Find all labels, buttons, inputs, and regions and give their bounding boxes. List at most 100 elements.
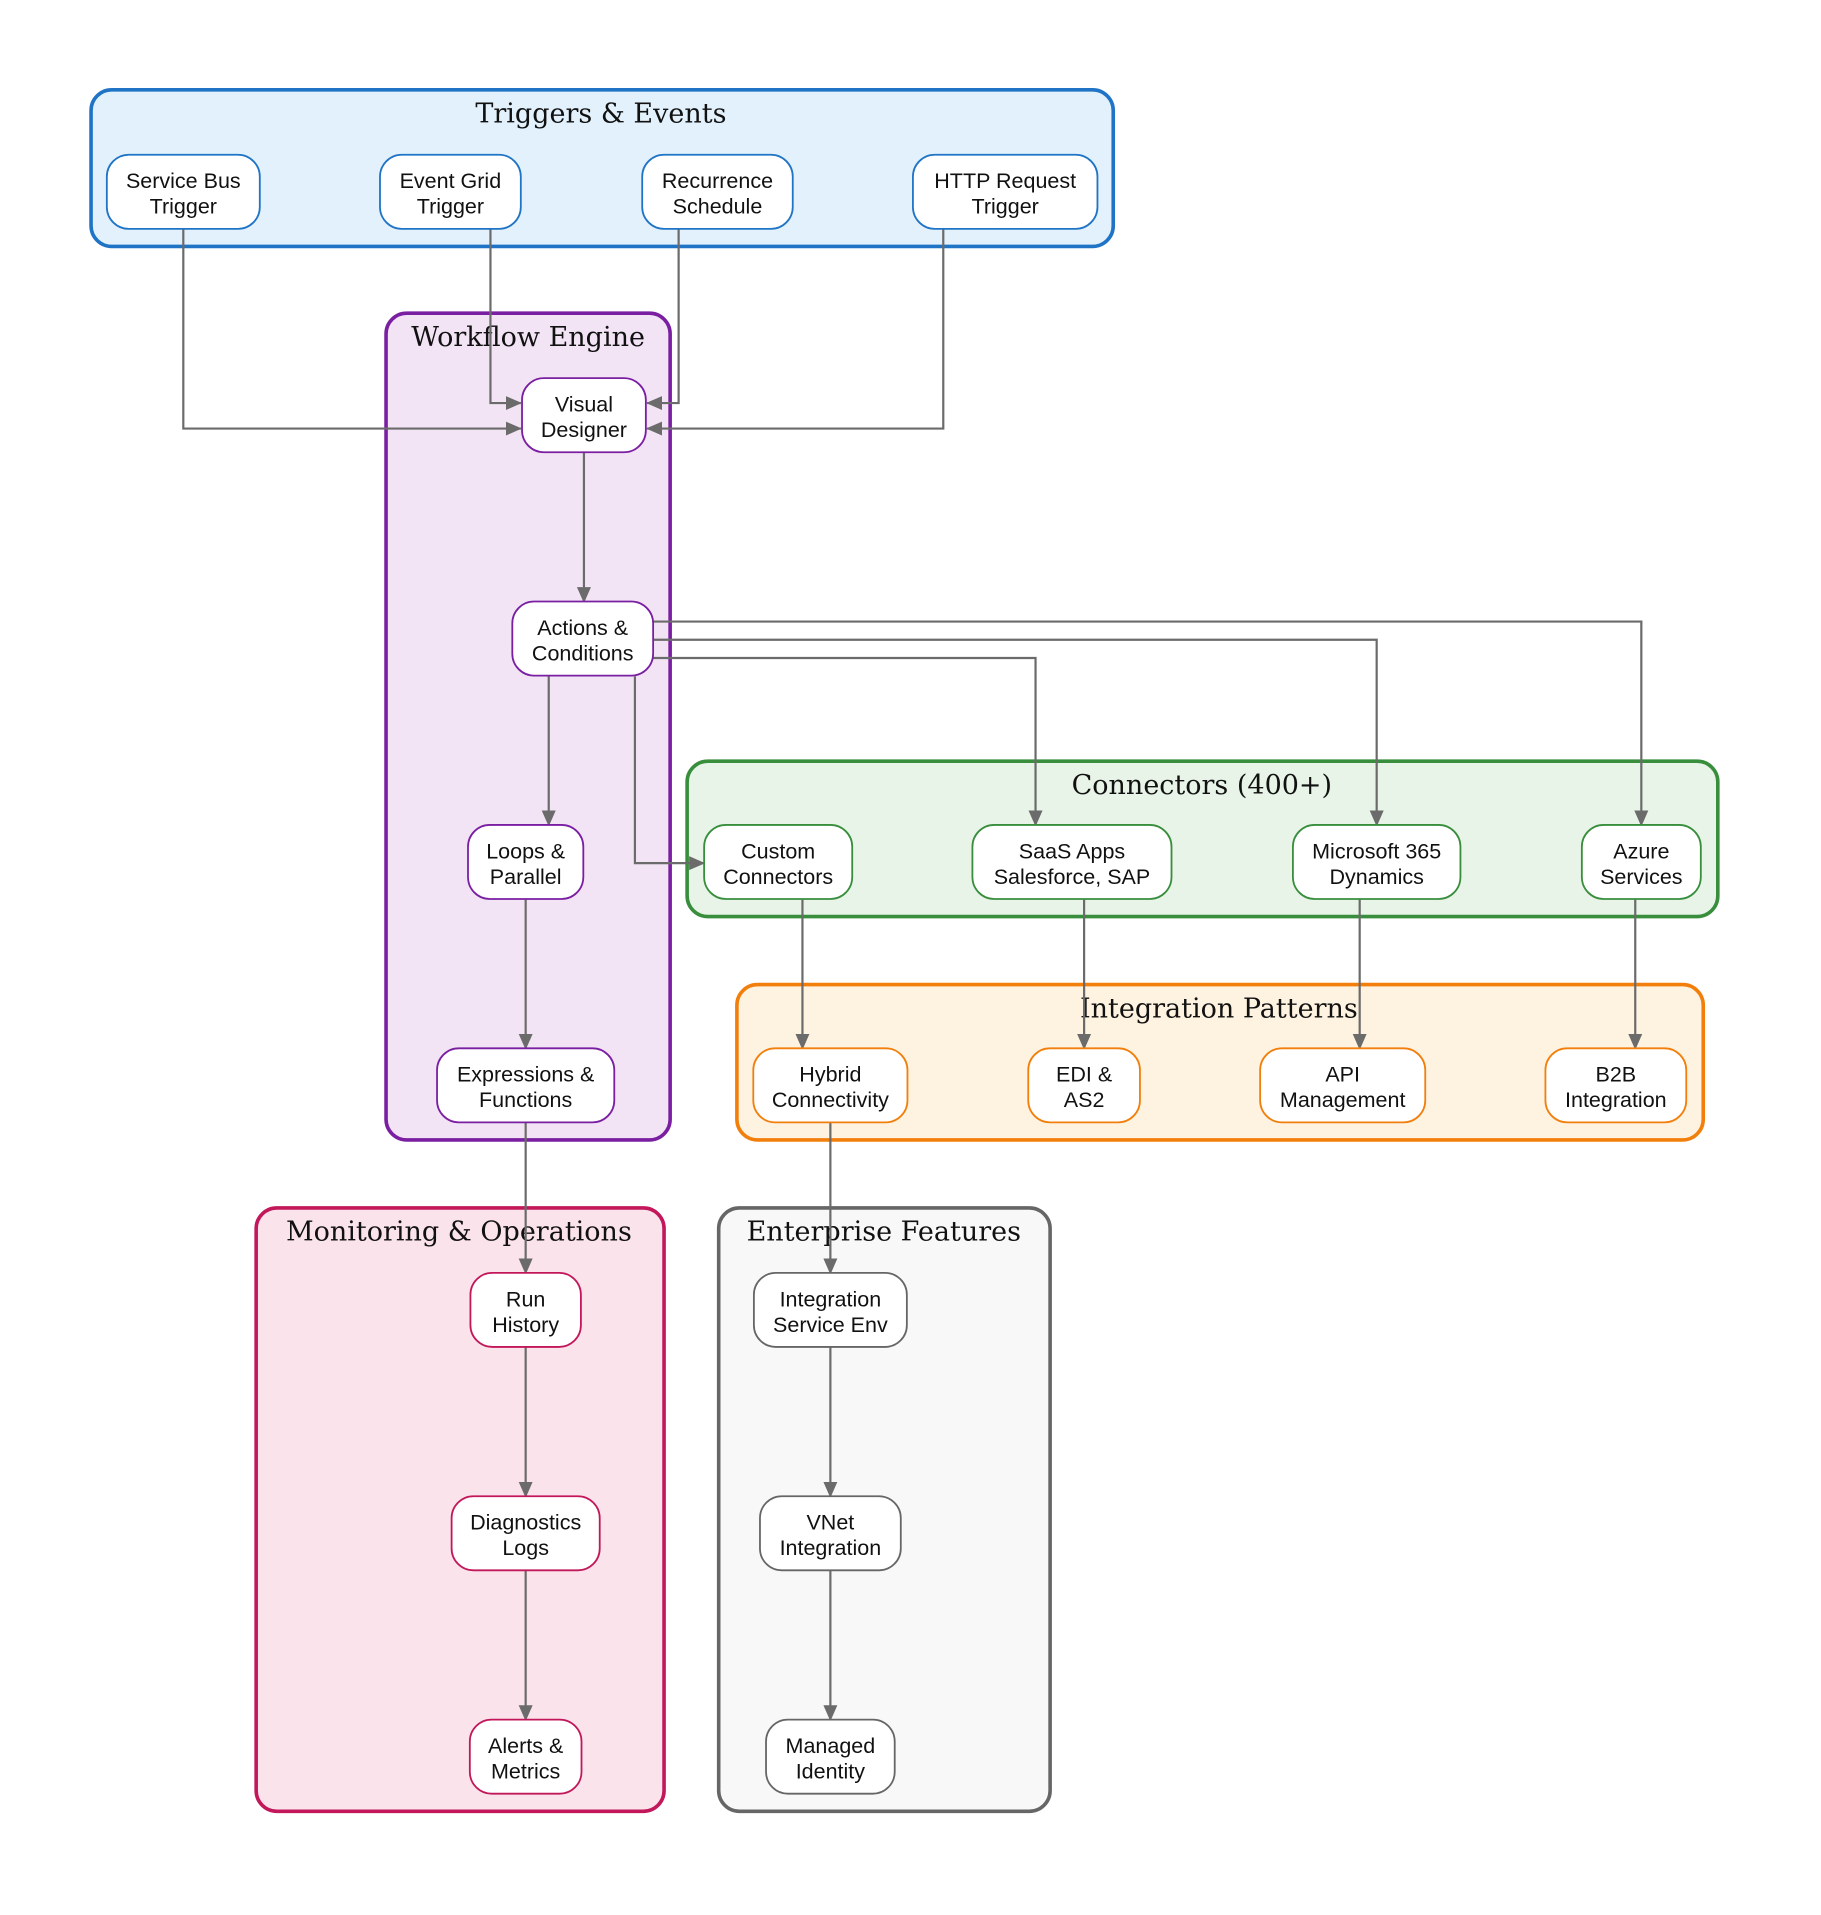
node-run-history-label-line-2: History bbox=[492, 1313, 559, 1337]
cluster-enterprise-title: Enterprise Features bbox=[747, 1217, 1021, 1248]
node-loops-box[interactable] bbox=[467, 824, 585, 900]
node-event-grid-label-line-2: Trigger bbox=[417, 195, 484, 219]
node-alerts-label-line-1: Alerts & bbox=[488, 1734, 563, 1758]
node-service-bus-label-line-1: Service Bus bbox=[126, 169, 241, 193]
node-edi-label-line-1: EDI & bbox=[1056, 1063, 1112, 1087]
node-loops-label-line-2: Parallel bbox=[490, 865, 562, 889]
node-alerts[interactable]: Alerts &Metrics bbox=[468, 1718, 583, 1795]
node-visual-designer-label-line-2: Designer bbox=[541, 418, 627, 442]
node-azure-services-box[interactable] bbox=[1580, 824, 1702, 900]
node-ms365-label-line-1: Microsoft 365 bbox=[1312, 839, 1441, 863]
node-edi[interactable]: EDI &AS2 bbox=[1027, 1047, 1141, 1124]
node-ms365-label-line-2: Dynamics bbox=[1329, 865, 1423, 889]
edge-event-grid-to-designer bbox=[489, 228, 522, 411]
node-api-mgmt-box[interactable] bbox=[1259, 1047, 1427, 1124]
node-actions[interactable]: Actions &Conditions bbox=[511, 600, 655, 677]
node-run-history-label-line-1: Run bbox=[506, 1287, 545, 1311]
edge-actions-to-saas bbox=[653, 656, 1043, 827]
node-expressions-box[interactable] bbox=[436, 1047, 616, 1124]
cluster-triggers: Triggers & Events bbox=[89, 88, 1116, 249]
node-hybrid-label-line-1: Hybrid bbox=[799, 1063, 861, 1087]
cluster-triggers-box bbox=[89, 88, 1116, 249]
node-visual-designer-box[interactable] bbox=[521, 377, 647, 454]
cluster-patterns-title: Integration Patterns bbox=[1080, 993, 1358, 1024]
node-managed-identity-box[interactable] bbox=[765, 1718, 896, 1795]
node-vnet-box[interactable] bbox=[759, 1495, 902, 1572]
edge-actions-to-azure bbox=[653, 620, 1649, 827]
node-diagnostics-label-line-2: Logs bbox=[502, 1536, 549, 1560]
node-ms365-box[interactable] bbox=[1292, 824, 1462, 900]
node-service-bus-box[interactable] bbox=[105, 153, 261, 230]
cluster-monitoring-title: Monitoring & Operations bbox=[286, 1217, 632, 1248]
node-diagnostics-box[interactable] bbox=[450, 1495, 601, 1572]
node-diagnostics-label-line-1: Diagnostics bbox=[470, 1511, 581, 1535]
edge-recurrence-to-designer bbox=[646, 228, 680, 411]
node-loops[interactable]: Loops &Parallel bbox=[467, 824, 585, 900]
cluster-connectors-title: Connectors (400+) bbox=[1072, 770, 1332, 801]
node-http-request-label-line-1: HTTP Request bbox=[934, 169, 1076, 193]
node-b2b-label-line-2: Integration bbox=[1565, 1088, 1667, 1112]
node-actions-label-line-2: Conditions bbox=[532, 641, 634, 665]
node-edi-box[interactable] bbox=[1027, 1047, 1141, 1124]
node-api-mgmt-label-line-1: API bbox=[1325, 1063, 1360, 1087]
node-event-grid-label-line-1: Event Grid bbox=[400, 169, 502, 193]
node-azure-services-label-line-2: Services bbox=[1600, 865, 1682, 889]
node-azure-services-label-line-1: Azure bbox=[1613, 839, 1669, 863]
cluster-triggers-title: Triggers & Events bbox=[475, 99, 726, 130]
node-ise-label-line-2: Service Env bbox=[773, 1313, 888, 1337]
node-managed-identity-label-line-2: Identity bbox=[796, 1760, 866, 1784]
node-visual-designer-label-line-1: Visual bbox=[555, 393, 613, 417]
node-vnet-label-line-1: VNet bbox=[806, 1511, 854, 1535]
node-event-grid-box[interactable] bbox=[379, 153, 522, 230]
edge-http-to-designer bbox=[646, 228, 945, 436]
node-saas-apps-label-line-1: SaaS Apps bbox=[1019, 839, 1125, 863]
edge-actions-to-ms365 bbox=[653, 638, 1384, 827]
cluster-patterns: Integration Patterns bbox=[735, 982, 1706, 1142]
node-ise-box[interactable] bbox=[752, 1271, 908, 1348]
node-recurrence-label-line-1: Recurrence bbox=[662, 169, 773, 193]
node-vnet-label-line-2: Integration bbox=[780, 1536, 882, 1560]
node-actions-box[interactable] bbox=[511, 600, 655, 677]
node-alerts-box[interactable] bbox=[468, 1718, 583, 1795]
cluster-workflow: Workflow Engine bbox=[384, 311, 672, 1142]
node-expressions[interactable]: Expressions &Functions bbox=[436, 1047, 616, 1124]
cluster-patterns-box bbox=[735, 982, 1706, 1142]
node-recurrence-box[interactable] bbox=[641, 153, 794, 230]
node-actions-label-line-1: Actions & bbox=[537, 616, 628, 640]
node-alerts-label-line-2: Metrics bbox=[491, 1760, 560, 1784]
node-b2b-label-line-1: B2B bbox=[1596, 1063, 1637, 1087]
node-saas-apps-label-line-2: Salesforce, SAP bbox=[994, 865, 1151, 889]
node-expressions-label-line-2: Functions bbox=[479, 1088, 572, 1112]
node-saas-apps-box[interactable] bbox=[971, 824, 1173, 900]
node-hybrid-box[interactable] bbox=[752, 1047, 909, 1124]
node-b2b-box[interactable] bbox=[1544, 1047, 1688, 1124]
node-custom-connectors-label-line-2: Connectors bbox=[723, 865, 833, 889]
node-custom-connectors-box[interactable] bbox=[703, 824, 854, 900]
node-ise-label-line-1: Integration bbox=[780, 1287, 882, 1311]
edge-actions-to-custom bbox=[633, 676, 706, 871]
node-recurrence-label-line-2: Schedule bbox=[673, 195, 763, 219]
node-http-request-box[interactable] bbox=[912, 153, 1099, 230]
node-run-history-box[interactable] bbox=[469, 1271, 582, 1348]
node-api-mgmt-label-line-2: Management bbox=[1280, 1088, 1406, 1112]
node-service-bus-label-line-2: Trigger bbox=[150, 195, 217, 219]
node-http-request-label-line-2: Trigger bbox=[972, 195, 1039, 219]
node-hybrid-label-line-2: Connectivity bbox=[772, 1088, 889, 1112]
